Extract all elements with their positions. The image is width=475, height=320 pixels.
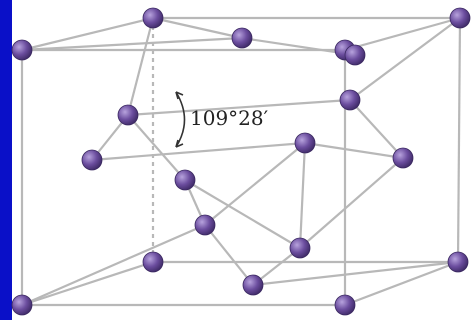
cube-edges [20,16,462,307]
cube-edge [344,16,461,52]
angle-arrow-top [175,91,184,100]
atom [117,104,139,126]
bond-line [252,260,459,287]
cube-edge [344,260,459,307]
cube-edge [152,16,243,40]
atom [11,294,33,316]
atom [334,294,356,316]
atom [344,44,366,66]
angle-arc [175,91,186,148]
atom [231,27,253,49]
atom [449,7,471,29]
bond-line [204,224,254,286]
angle-arrow-bottom [175,139,184,148]
atoms [11,7,471,316]
cube-edge [21,16,154,52]
bond-line [184,179,301,249]
atom [142,251,164,273]
cube-edge [456,17,462,263]
bond-line [126,17,155,116]
atom [194,214,216,236]
bond-line [298,142,307,249]
bond-line [127,114,186,181]
atom [289,237,311,259]
cube-edge [21,36,243,52]
atom [339,89,361,111]
atom [447,251,469,273]
bond-line [349,99,404,159]
atom [392,147,414,169]
atom [174,169,196,191]
bond-line [299,157,404,249]
cube-edge [304,141,404,160]
bond-line [349,17,461,101]
bond-line [204,142,306,226]
cube-edge [21,260,154,307]
bond-line [21,223,206,307]
cube-edge [91,141,306,162]
atom [242,274,264,296]
atom [11,39,33,61]
bond-angle-annotation: 109°28′ [175,91,269,148]
atom [294,132,316,154]
bond-line [127,98,351,117]
atom [142,7,164,29]
bond-angle-label: 109°28′ [190,106,269,130]
atom [81,149,103,171]
